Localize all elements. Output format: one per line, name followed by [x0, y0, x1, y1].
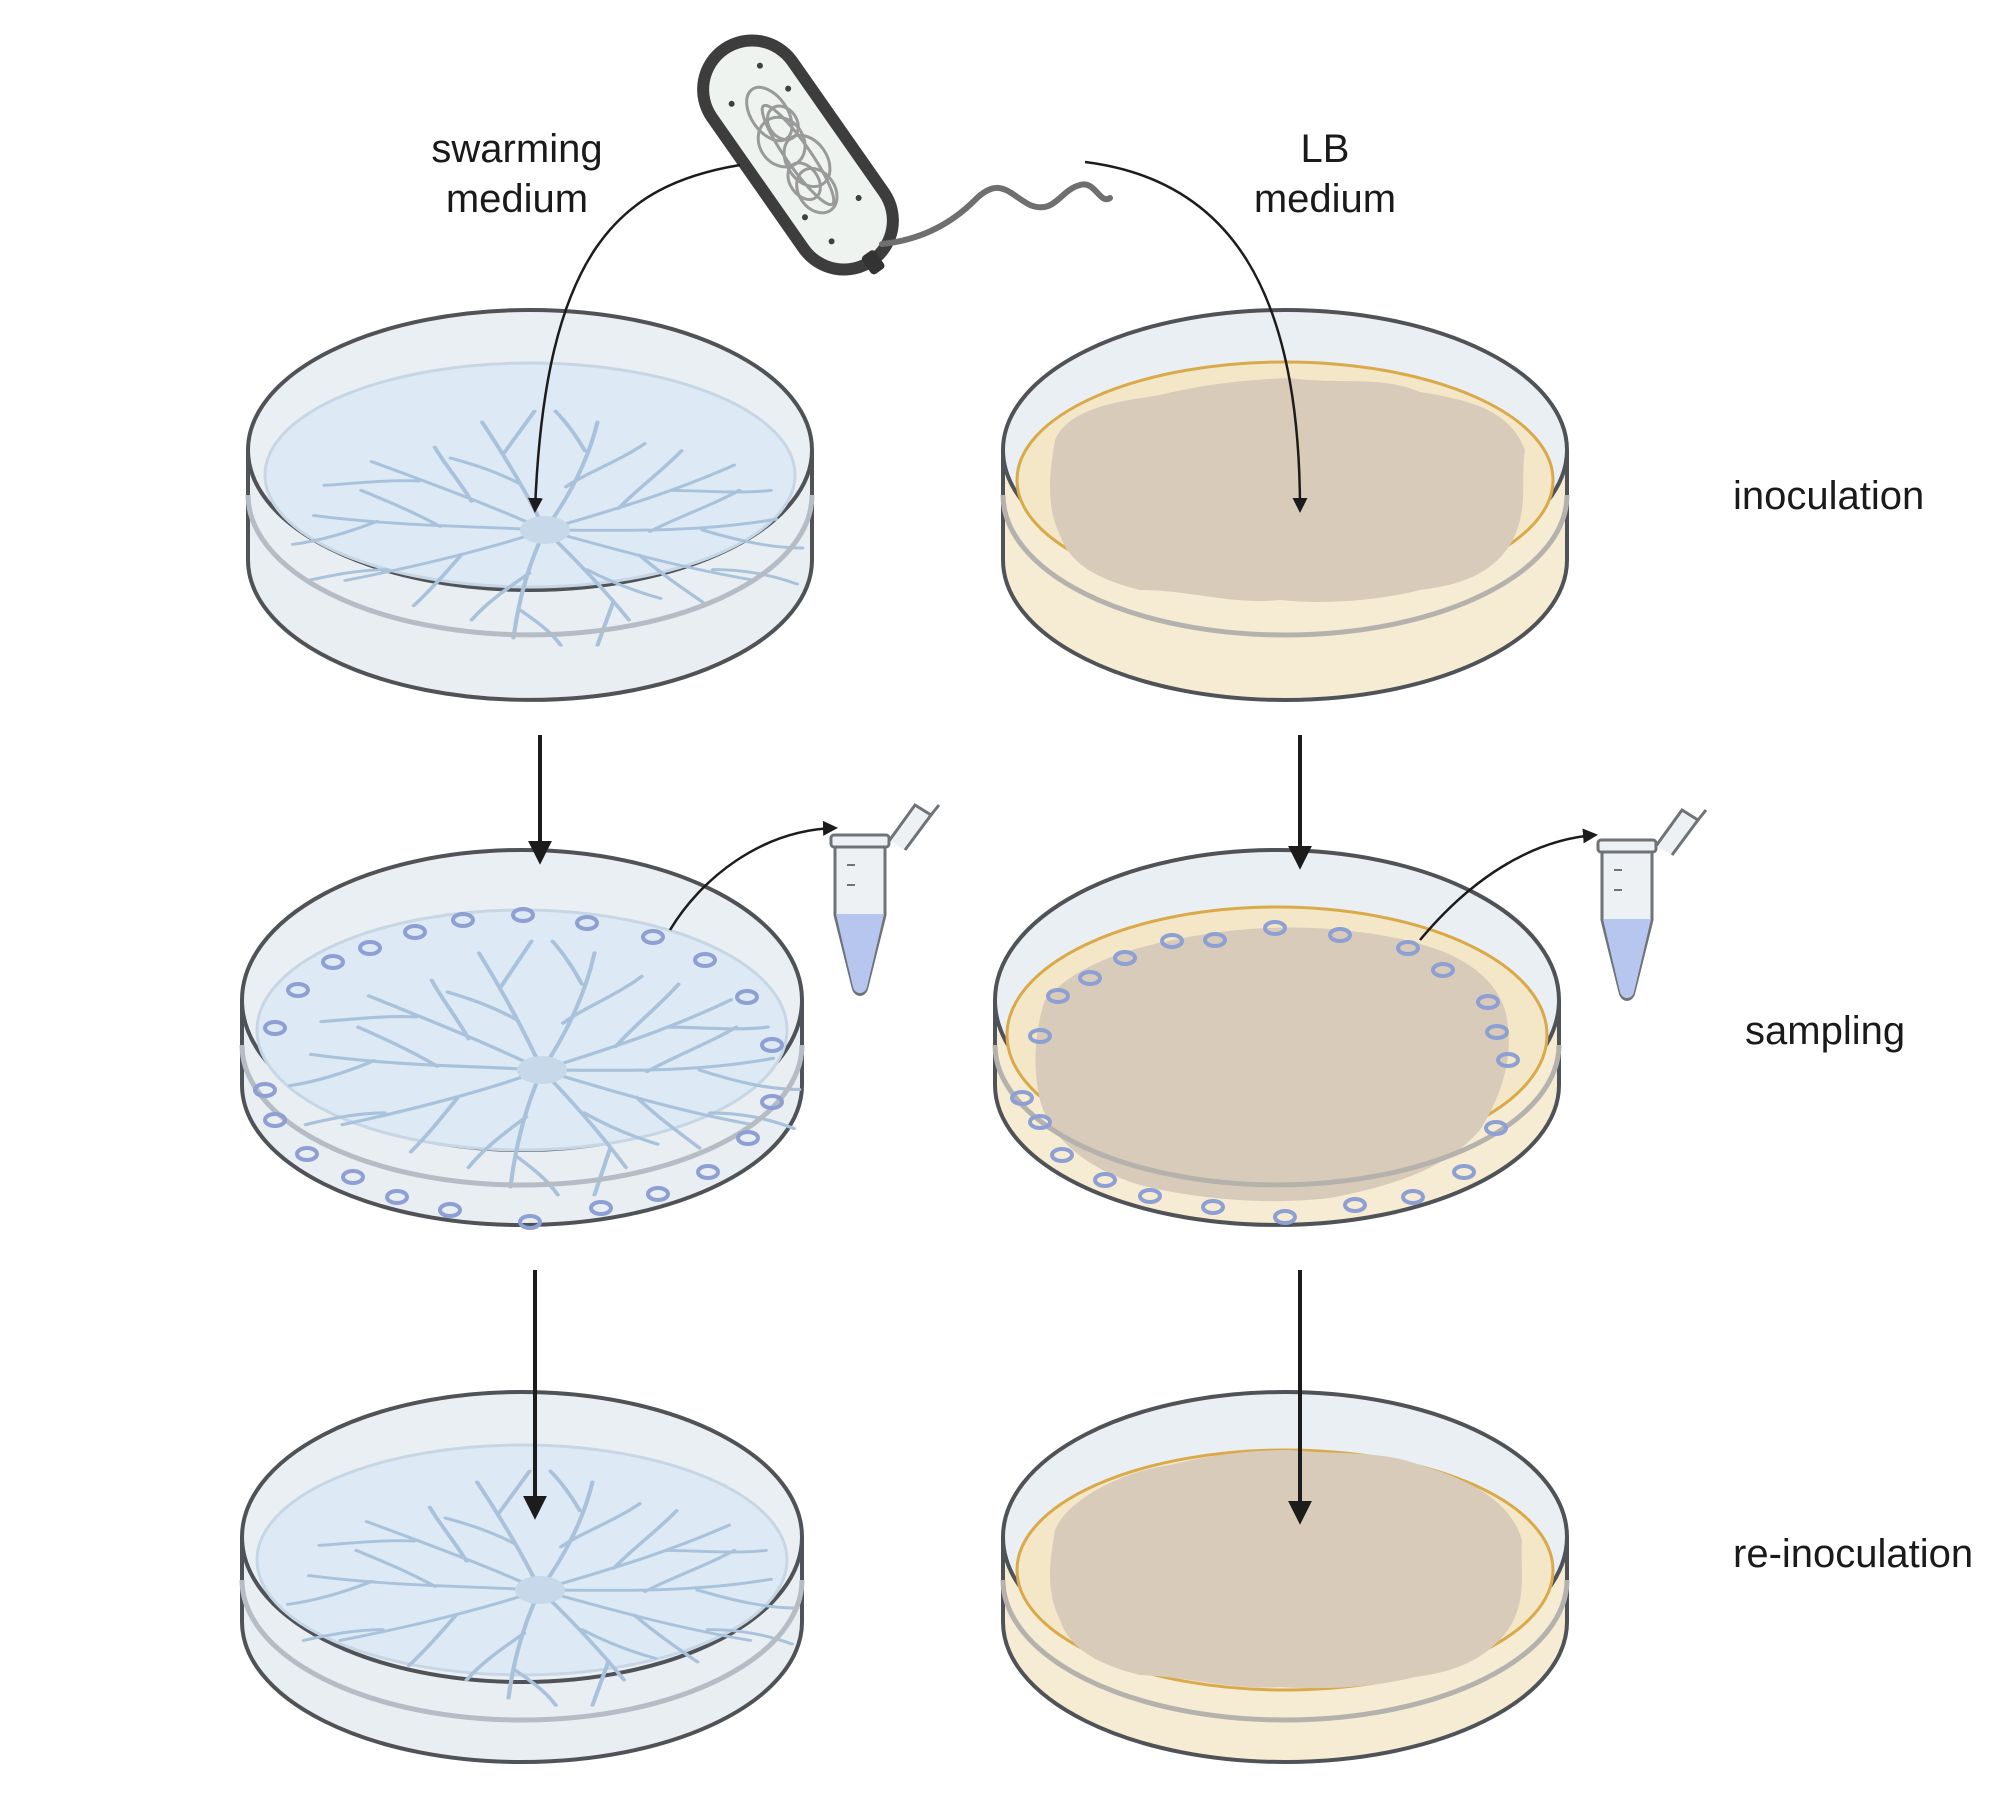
- sample-spots: [253, 907, 784, 1230]
- sample-spots: [1010, 920, 1520, 1225]
- petri-dish-lb-sampling: [992, 848, 1562, 1227]
- step-label-inoculation: inoculation: [1733, 474, 1924, 518]
- bacterium-icon: [697, 34, 1113, 276]
- petri-dish-swarming-reinoculation: [239, 1390, 805, 1764]
- swarming-medium-label-line1: swarming: [431, 127, 602, 171]
- arrow-inoculate-swarming: [527, 163, 741, 513]
- flow-arrows: [527, 160, 1598, 941]
- petri-dish-lb-inoculation: [1000, 308, 1570, 702]
- step-label-reinoculation: re-inoculation: [1733, 1532, 1973, 1576]
- petri-dish-swarming-inoculation: [245, 308, 815, 702]
- arrow-sample-swarming: [668, 820, 838, 931]
- petri-dish-swarming-sampling: [239, 848, 805, 1230]
- petri-dish-lb-reinoculation: [1000, 1390, 1570, 1764]
- swarming-medium-label-line2: medium: [446, 177, 588, 221]
- arrow-sample-lb: [1419, 828, 1598, 941]
- lb-medium-label-line2: medium: [1254, 177, 1396, 221]
- step-arrows: [523, 735, 1312, 1525]
- lb-medium-label-line1: LB: [1301, 127, 1350, 171]
- microcentrifuge-tube-icon: [829, 802, 941, 996]
- microcentrifuge-tube-icon: [1596, 807, 1708, 1001]
- step-label-sampling: sampling: [1745, 1009, 1905, 1053]
- arrow-inoculate-lb: [1084, 160, 1308, 513]
